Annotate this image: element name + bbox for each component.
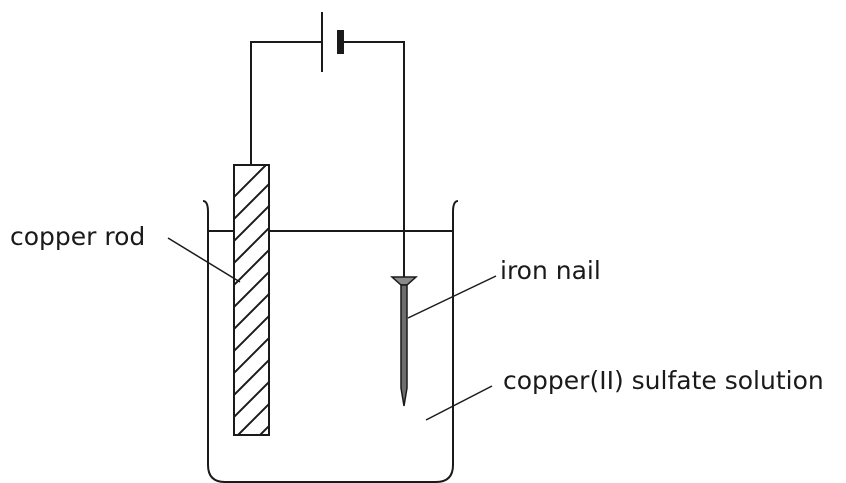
battery-cell [321, 12, 344, 72]
label-solution: copper(II) sulfate solution [503, 366, 824, 395]
wire-right [340, 41, 405, 278]
iron-nail [390, 276, 418, 407]
wire-left [250, 41, 322, 165]
leader-iron-nail [407, 275, 497, 319]
battery-negative-plate [337, 30, 344, 54]
label-copper-rod: copper rod [10, 222, 146, 251]
iron-nail-shank [400, 284, 408, 407]
copper-rod [233, 164, 270, 436]
leader-copper-rod [167, 237, 241, 283]
beaker [202, 200, 459, 483]
circuit-wires [250, 41, 405, 278]
iron-nail-head [390, 276, 418, 286]
leader-solution [425, 385, 493, 421]
label-iron-nail: iron nail [500, 256, 601, 285]
battery-positive-plate [321, 12, 323, 72]
leader-lines [167, 237, 497, 421]
